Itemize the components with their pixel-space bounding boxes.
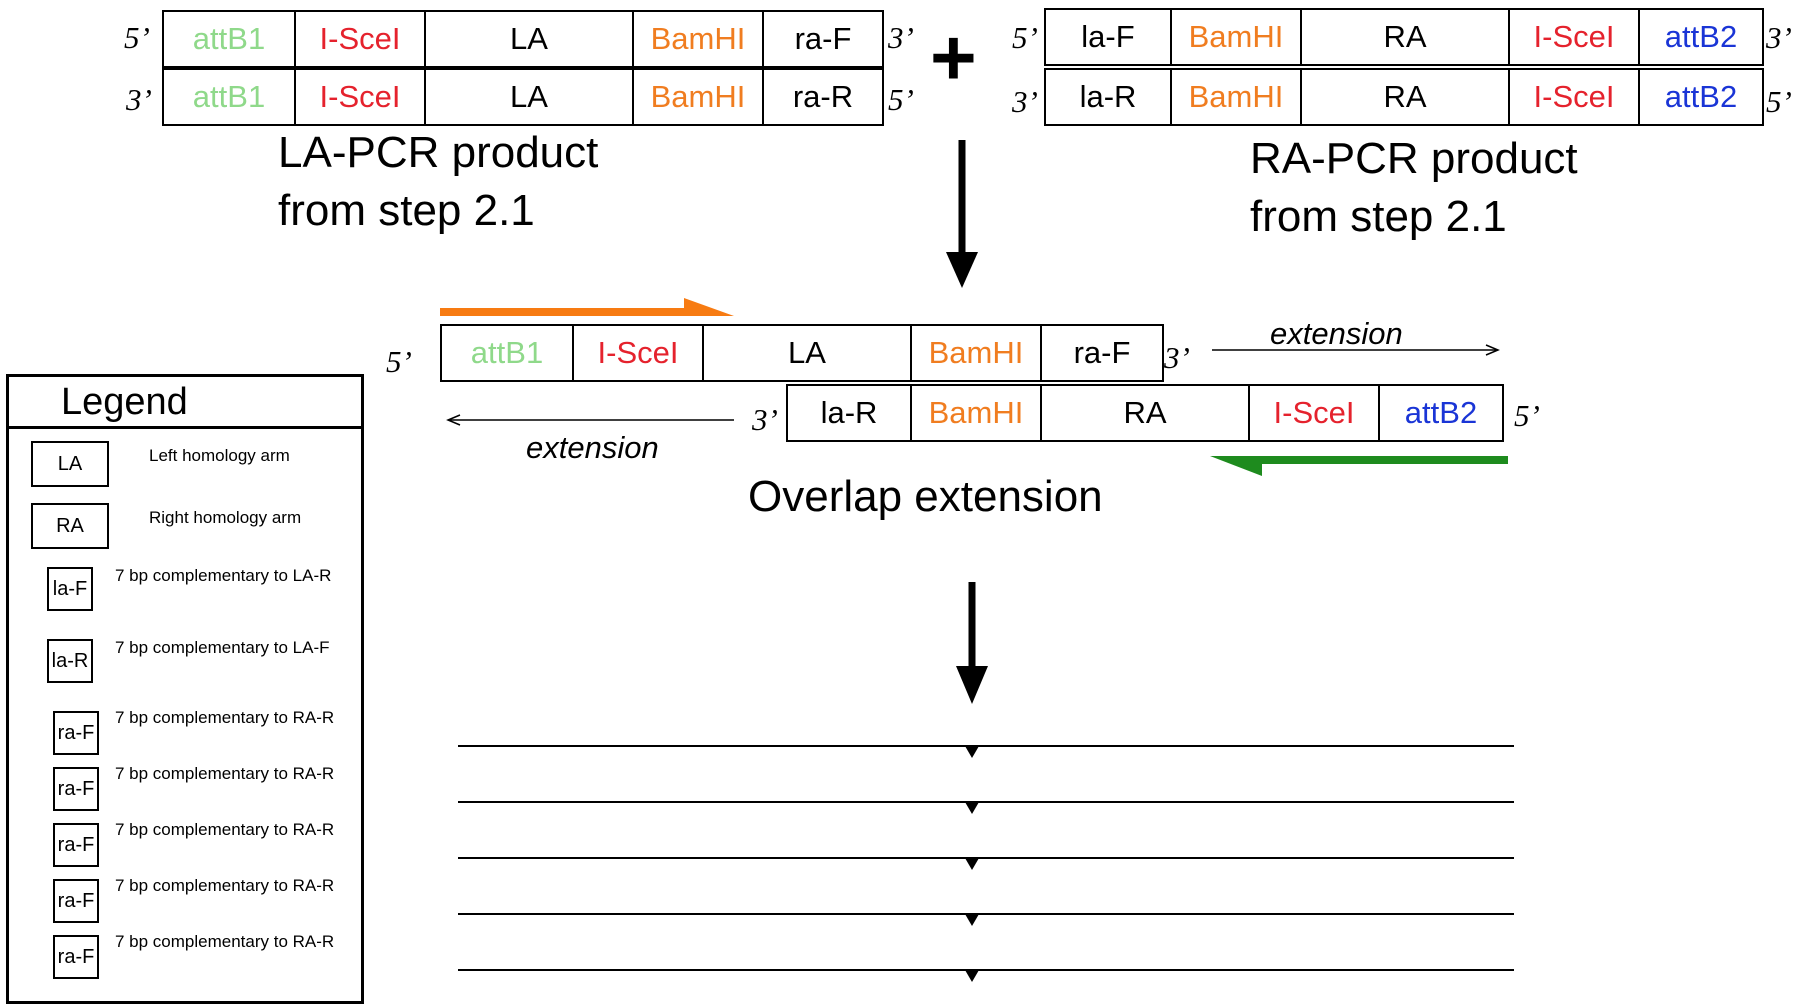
legend-text: Right homology arm [149,508,302,527]
legend-box: ra-F [53,711,99,755]
legend-text: 7 bp complementary to RA-R [115,764,335,783]
seg-ra: RA [1040,386,1248,440]
seg-la-r: la-R [820,395,878,430]
la-pcr-caption-line1: LA-PCR product [278,128,599,177]
seg-bamhi: BamHI [910,386,1040,440]
seg-iscei: I-SceI [294,12,424,66]
ra-pcr-bottom-strand: la-R BamHI RA I-SceI attB2 [1044,68,1764,126]
seg-iscei: I-SceI [1248,386,1378,440]
seg-iscei: I-SceI [1508,10,1638,64]
legend-item: RA Right homology arm [9,497,361,557]
extension-left-label: extension [526,430,659,465]
product-line-3 [458,857,1514,870]
seg-bamhi: BamHI [1170,70,1300,124]
seg-la: LA [424,70,632,124]
seg-bamhi: BamHI [632,12,762,66]
seg-attb2: attB2 [1638,10,1762,64]
legend-text: 7 bp complementary to LA-R [115,566,332,585]
la-pcr-caption-line2: from step 2.1 [278,186,535,235]
legend-item: ra-F 7 bp complementary to RA-R [9,931,361,991]
legend-box: ra-F [53,935,99,979]
seg-bamhi: BamHI [1170,10,1300,64]
legend-panel: Legend LA Left homology arm RA Right hom… [6,374,364,1004]
extension-right-arrow [1212,344,1500,356]
seg-la-f: la-F [1081,19,1135,54]
product-line-4 [458,913,1514,926]
overlap-top-5prime: 5’ [386,344,412,379]
legend-text: 7 bp complementary to RA-R [115,708,335,727]
legend-item: ra-F 7 bp complementary to RA-R [9,875,361,935]
ra-top-3prime: 3’ [1766,20,1792,55]
down-arrow-1 [946,140,978,288]
legend-item: ra-F 7 bp complementary to RA-R [9,707,361,767]
ra-pcr-caption-line2: from step 2.1 [1250,192,1507,241]
seg-la: LA [424,12,632,66]
product-line-2 [458,801,1514,814]
seg-attb2: attB2 [1378,386,1502,440]
ra-pcr-caption-line1: RA-PCR product [1250,134,1578,183]
seg-ra-f: ra-F [762,12,882,66]
product-line-1 [458,745,1514,758]
ra-top-5prime: 5’ [1012,20,1038,55]
legend-box: la-R [47,639,93,683]
legend-box: ra-F [53,879,99,923]
overlap-top-strand: attB1 I-SceI LA BamHI ra-F [440,324,1164,382]
green-primer-arrow [1210,456,1508,476]
la-pcr-top-strand: attB1 I-SceI LA BamHI ra-F [162,10,884,68]
seg-ra: RA [1300,10,1508,64]
seg-bamhi: BamHI [632,70,762,124]
seg-attb1: attB1 [470,335,544,370]
legend-box: LA [31,441,109,487]
seg-la-r: la-R [1079,79,1137,114]
seg-iscei: I-SceI [572,326,702,380]
seg-attb2: attB2 [1638,70,1762,124]
legend-box: RA [31,503,109,549]
la-top-5prime: 5’ [124,20,150,55]
ra-bottom-3prime: 3’ [1012,84,1038,119]
extension-left-arrow [446,414,734,426]
legend-item: la-R 7 bp complementary to LA-F [9,635,361,695]
overlap-bottom-5prime: 5’ [1514,398,1540,433]
product-line-5 [458,969,1514,982]
overlap-bottom-strand: la-R BamHI RA I-SceI attB2 [786,384,1504,442]
legend-text: 7 bp complementary to RA-R [115,820,335,839]
legend-title: Legend [9,377,361,429]
seg-la: LA [702,326,910,380]
legend-box: ra-F [53,767,99,811]
ra-pcr-top-strand: la-F BamHI RA I-SceI attB2 [1044,8,1764,66]
overlap-top-3prime: 3’ [1164,340,1190,375]
extension-right-label: extension [1270,316,1403,351]
la-bottom-3prime: 3’ [126,82,152,117]
legend-text: 7 bp complementary to LA-F [115,638,330,657]
seg-attb1: attB1 [192,79,266,114]
ra-bottom-5prime: 5’ [1766,84,1792,119]
seg-ra-r: ra-R [762,70,882,124]
legend-box: la-F [47,567,93,611]
legend-item: ra-F 7 bp complementary to RA-R [9,819,361,879]
seg-bamhi: BamHI [910,326,1040,380]
seg-ra: RA [1300,70,1508,124]
la-top-3prime: 3’ [888,20,914,55]
la-bottom-5prime: 5’ [888,82,914,117]
seg-attb1: attB1 [192,21,266,56]
down-arrow-2 [956,582,988,704]
seg-ra-f: ra-F [1040,326,1162,380]
overlap-bottom-3prime: 3’ [752,402,778,437]
legend-text: 7 bp complementary to RA-R [115,932,335,951]
legend-box: ra-F [53,823,99,867]
overlap-caption: Overlap extension [748,472,1103,521]
legend-item: ra-F 7 bp complementary to RA-R [9,763,361,823]
legend-text: Left homology arm [149,446,290,465]
orange-primer-arrow [440,298,734,316]
seg-iscei: I-SceI [294,70,424,124]
plus-sign: + [930,13,977,102]
legend-text: 7 bp complementary to RA-R [115,876,335,895]
legend-item: la-F 7 bp complementary to LA-R [9,563,361,623]
seg-iscei: I-SceI [1508,70,1638,124]
la-pcr-bottom-strand: attB1 I-SceI LA BamHI ra-R [162,68,884,126]
legend-item: LA Left homology arm [9,435,361,495]
